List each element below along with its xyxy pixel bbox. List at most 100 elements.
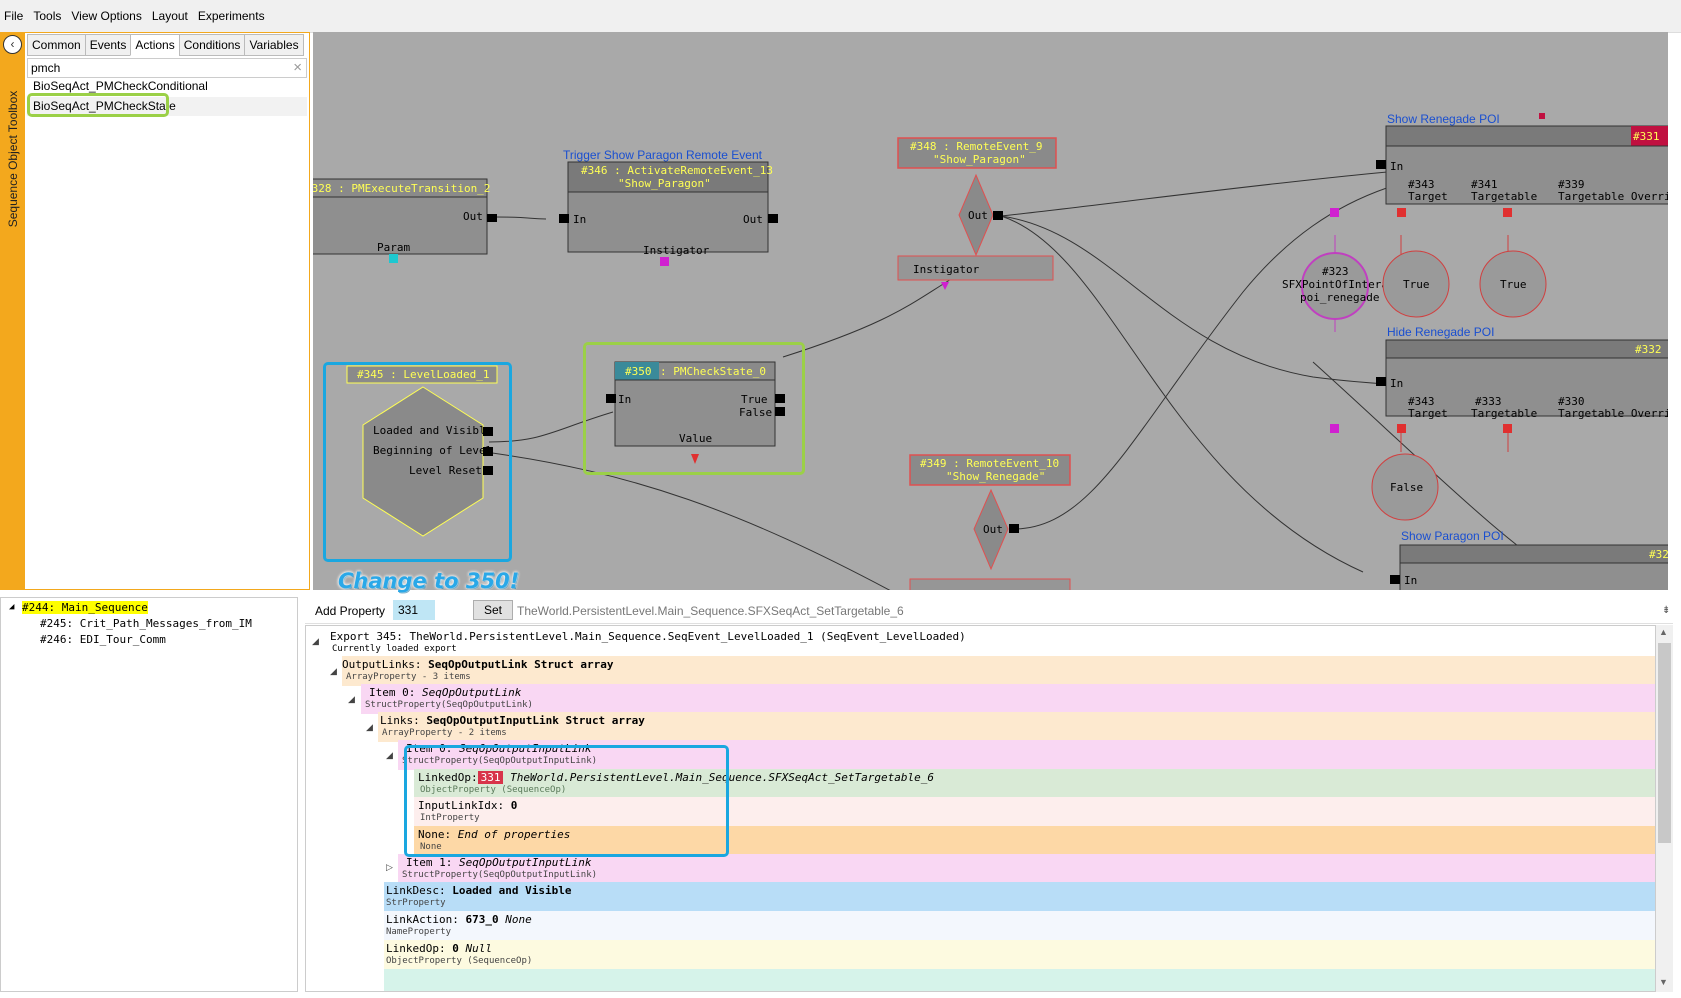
highlight-green-node-350 bbox=[583, 342, 805, 475]
node-350-true-port[interactable] bbox=[775, 394, 785, 403]
node-348[interactable]: #348 : RemoteEvent_9 "Show_Paragon" Out … bbox=[897, 137, 1057, 290]
node-348-out-port[interactable] bbox=[993, 211, 1003, 220]
node-328-out-port[interactable] bbox=[487, 214, 497, 222]
prop-row[interactable]: LinkAction: 673_0 None NameProperty bbox=[384, 911, 1655, 941]
menu-file[interactable]: File bbox=[4, 9, 24, 23]
prop-row[interactable]: InputLinkIdx: 0 IntProperty bbox=[414, 797, 1655, 827]
show-renegade-in-port[interactable] bbox=[1376, 160, 1386, 169]
hide-renegade-in-port[interactable] bbox=[1376, 377, 1386, 386]
highlight-blue-linked-op bbox=[404, 745, 729, 857]
show-renegade-var-port-1[interactable] bbox=[1397, 208, 1406, 217]
wire bbox=[484, 451, 891, 590]
node-hide-renegade[interactable]: Hide Renegade POI #332 : In #343 Target … bbox=[1330, 325, 1668, 433]
prop-row[interactable]: Item 0: SeqOpOutputLink StructProperty(S… bbox=[361, 684, 1655, 714]
expand-arrow-icon[interactable]: ◢ bbox=[312, 636, 319, 646]
expand-arrow-icon[interactable]: ◢ bbox=[366, 722, 373, 732]
node-328-var-port[interactable] bbox=[389, 254, 398, 263]
node-350-false-port[interactable] bbox=[775, 407, 785, 416]
export-line: Export 345: TheWorld.PersistentLevel.Mai… bbox=[330, 630, 966, 643]
prop-row[interactable]: Links: SeqOpOutputInputLink Struct array… bbox=[378, 712, 1655, 742]
show-paragon-in-port[interactable] bbox=[1390, 575, 1400, 584]
show-renegade-var-2-id: #339 bbox=[1558, 178, 1585, 191]
variable-false-1[interactable]: False bbox=[1371, 453, 1439, 521]
node-show-renegade[interactable]: Show Renegade POI #331 : In #343 Target … bbox=[1330, 112, 1668, 217]
tree-item[interactable]: #245: Crit_Path_Messages_from_IM bbox=[40, 617, 252, 630]
expand-arrow-icon[interactable]: ◢ bbox=[330, 666, 337, 676]
show-paragon-comment: Show Paragon POI bbox=[1401, 529, 1504, 543]
hide-renegade-var-0-label: Target bbox=[1408, 407, 1448, 420]
highlight-blue-node-345 bbox=[323, 362, 512, 562]
collapse-back-icon[interactable]: ‹ bbox=[3, 35, 22, 54]
show-renegade-var-port-0[interactable] bbox=[1330, 208, 1339, 217]
expand-arrow-icon[interactable]: ◢ bbox=[386, 750, 393, 760]
node-350[interactable]: #350 : PMCheckState_0 In True False Valu… bbox=[606, 361, 785, 464]
property-value-input[interactable]: 331 bbox=[393, 600, 435, 620]
node-350-in-port[interactable] bbox=[606, 394, 616, 403]
expand-arrow-icon[interactable]: ◢ bbox=[348, 694, 355, 704]
node-346-var-label: Instigator bbox=[643, 244, 710, 257]
search-value: pmch bbox=[31, 61, 61, 75]
variable-true-2[interactable]: True bbox=[1479, 250, 1547, 318]
show-renegade-var-port-2[interactable] bbox=[1503, 208, 1512, 217]
node-345[interactable]: #345 : LevelLoaded_1 Loaded and Visible … bbox=[346, 365, 498, 537]
toolbox-search-input[interactable]: pmch × bbox=[27, 58, 307, 78]
sequence-graph-canvas[interactable]: #328 : PMExecuteTransition_2 Out Param T… bbox=[313, 32, 1668, 590]
menu-experiments[interactable]: Experiments bbox=[197, 9, 265, 23]
scroll-thumb[interactable] bbox=[1658, 643, 1671, 843]
prop-row[interactable]: Item 1: SeqOpOutputInputLink StructPrope… bbox=[398, 854, 1655, 884]
tab-actions[interactable]: Actions bbox=[130, 34, 180, 56]
add-property-button[interactable]: Add Property bbox=[315, 604, 386, 618]
tree-item-selected[interactable]: #244: Main_Sequence bbox=[22, 601, 148, 614]
node-328[interactable]: #328 : PMExecuteTransition_2 Out Param bbox=[313, 178, 497, 263]
menu-tools[interactable]: Tools bbox=[33, 9, 62, 23]
var-323-line-0: #323 bbox=[1322, 265, 1349, 278]
tab-variables[interactable]: Variables bbox=[244, 34, 304, 56]
node-345-out-port-1[interactable] bbox=[483, 447, 493, 456]
scroll-down-icon[interactable]: ▼ bbox=[1659, 977, 1668, 987]
menu-layout[interactable]: Layout bbox=[151, 9, 188, 23]
tab-events[interactable]: Events bbox=[84, 34, 132, 56]
prop-row[interactable]: OutputLinks: SeqOpOutputLink Struct arra… bbox=[342, 656, 1655, 686]
hide-renegade-var-port-2[interactable] bbox=[1503, 424, 1512, 433]
node-345-out-port-0[interactable] bbox=[483, 427, 493, 436]
expand-chevron-icon[interactable]: ⇟ bbox=[1662, 605, 1671, 616]
node-328-out-label: Out bbox=[463, 210, 483, 223]
node-show-paragon[interactable]: Show Paragon POI #329 In bbox=[1390, 529, 1668, 590]
node-349[interactable]: #349 : RemoteEvent_10 "Show_Renegade" Ou… bbox=[909, 454, 1071, 590]
prop-row[interactable]: LinkedOp:331 TheWorld.PersistentLevel.Ma… bbox=[414, 769, 1655, 799]
variable-true-1[interactable]: True bbox=[1382, 250, 1450, 318]
node-348-var-port[interactable] bbox=[941, 282, 949, 290]
prop-row[interactable]: None: End of properties None bbox=[414, 826, 1655, 856]
hide-renegade-var-port-0[interactable] bbox=[1330, 424, 1339, 433]
scroll-up-icon[interactable]: ▲ bbox=[1659, 627, 1668, 637]
prop-row[interactable]: LinkDesc: Loaded and Visible StrProperty bbox=[384, 882, 1655, 912]
toolbox-side-strip: ‹ Sequence Object Toolbox bbox=[0, 32, 24, 590]
export-sub: Currently loaded export bbox=[332, 644, 457, 654]
clear-search-icon[interactable]: × bbox=[293, 59, 302, 76]
menu-view-options[interactable]: View Options bbox=[71, 9, 142, 23]
tree-collapse-icon[interactable]: ◢ bbox=[9, 602, 15, 612]
toolbox-item[interactable]: BioSeqAct_PMCheckConditional bbox=[33, 79, 208, 93]
prop-row[interactable]: LinkedOp: 0 Null ObjectProperty (Sequenc… bbox=[384, 940, 1655, 970]
node-346-out-port[interactable] bbox=[768, 214, 778, 223]
wire bbox=[782, 277, 954, 358]
show-renegade-id: #331 : bbox=[1633, 130, 1668, 143]
node-346[interactable]: Trigger Show Paragon Remote Event #346 :… bbox=[559, 148, 778, 266]
tab-common[interactable]: Common bbox=[27, 34, 86, 56]
tab-conditions[interactable]: Conditions bbox=[178, 34, 246, 56]
hide-renegade-var-port-1[interactable] bbox=[1397, 424, 1406, 433]
tree-item[interactable]: #246: EDI_Tour_Comm bbox=[40, 633, 166, 646]
node-350-var-port[interactable] bbox=[691, 454, 699, 464]
show-renegade-in-label: In bbox=[1390, 160, 1403, 173]
expand-arrow-icon[interactable]: ▷ bbox=[386, 862, 393, 872]
variable-323[interactable]: #323 SFXPointOfInteract_5 poi_renegade bbox=[1282, 252, 1414, 320]
node-346-var-port[interactable] bbox=[660, 257, 669, 266]
menu-bar: File Tools View Options Layout Experiments bbox=[0, 0, 1681, 33]
node-346-in-port[interactable] bbox=[559, 214, 569, 223]
node-349-out-port[interactable] bbox=[1009, 524, 1019, 533]
node-346-in-label: In bbox=[573, 213, 586, 226]
set-button[interactable]: Set bbox=[473, 600, 513, 620]
node-345-out-port-2[interactable] bbox=[483, 466, 493, 475]
show-renegade-var-2-label: Targetable Override bbox=[1558, 190, 1668, 203]
properties-scrollbar[interactable]: ▲ ▼ bbox=[1656, 625, 1673, 992]
